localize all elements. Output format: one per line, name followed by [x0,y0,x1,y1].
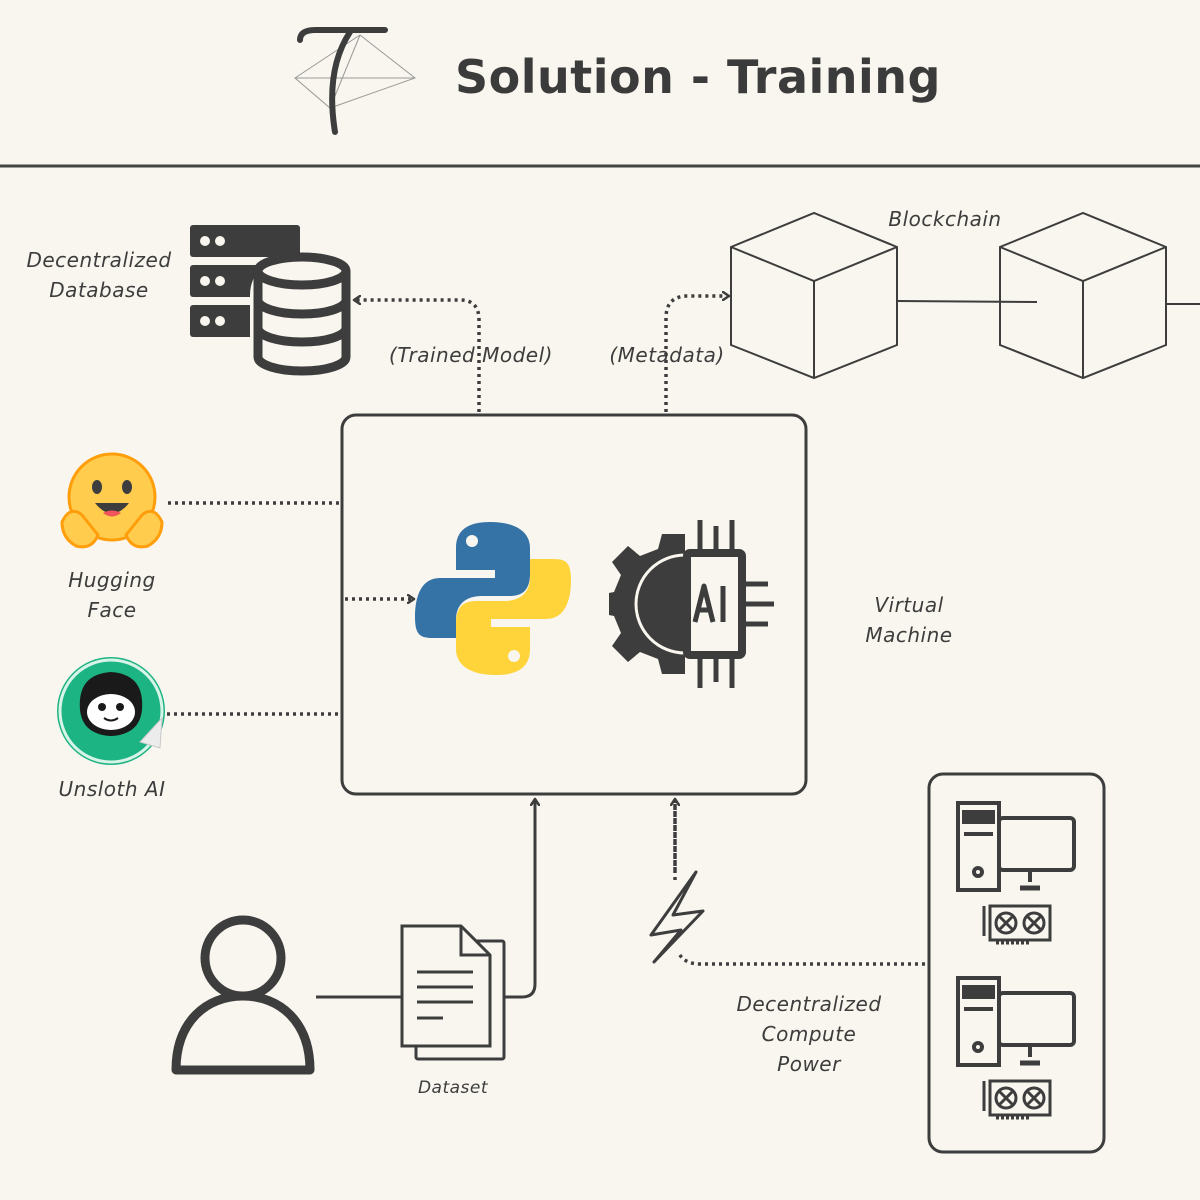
metadata-label: (Metadata) [609,343,725,367]
virtual-machine-label: Virtual Machine [865,593,953,647]
database-server-icon [190,225,352,376]
user-icon [171,915,315,1075]
lightning-icon [649,870,705,964]
desktop-computer-icon [956,801,1076,892]
ai-gear-chip-icon [609,520,774,688]
dataset-label: Dataset [417,1078,489,1098]
document-stack-icon [400,924,506,1061]
decentralized-database-label: Decentralized Database [26,248,172,302]
dataset-upload-arrow [504,800,535,999]
sloth-sticker-icon [57,657,165,765]
logo-icon [294,27,417,135]
gpu-card-icon [982,1079,1052,1120]
blockchain-label: Blockchain [888,207,1002,231]
cube-icon [999,211,1167,380]
hugging-face-emoji-icon [60,452,164,549]
compute-power-box [927,772,1106,1154]
gpu-card-icon [982,904,1052,945]
hugging-face-label: Hugging Face [68,568,156,622]
virtual-machine-box [340,413,808,796]
python-logo-icon [415,522,571,675]
compute-connector [673,800,925,966]
blockchain-link [896,300,1038,303]
desktop-computer-icon [956,976,1076,1067]
decentralized-compute-label: Decentralized Compute Power [736,992,882,1076]
page-title: Solution - Training [455,50,941,104]
trained-model-connector [355,300,481,412]
unsloth-ai-label: Unsloth AI [58,777,166,801]
cube-icon [730,211,898,380]
trained-model-label: (Trained Model) [389,343,553,367]
